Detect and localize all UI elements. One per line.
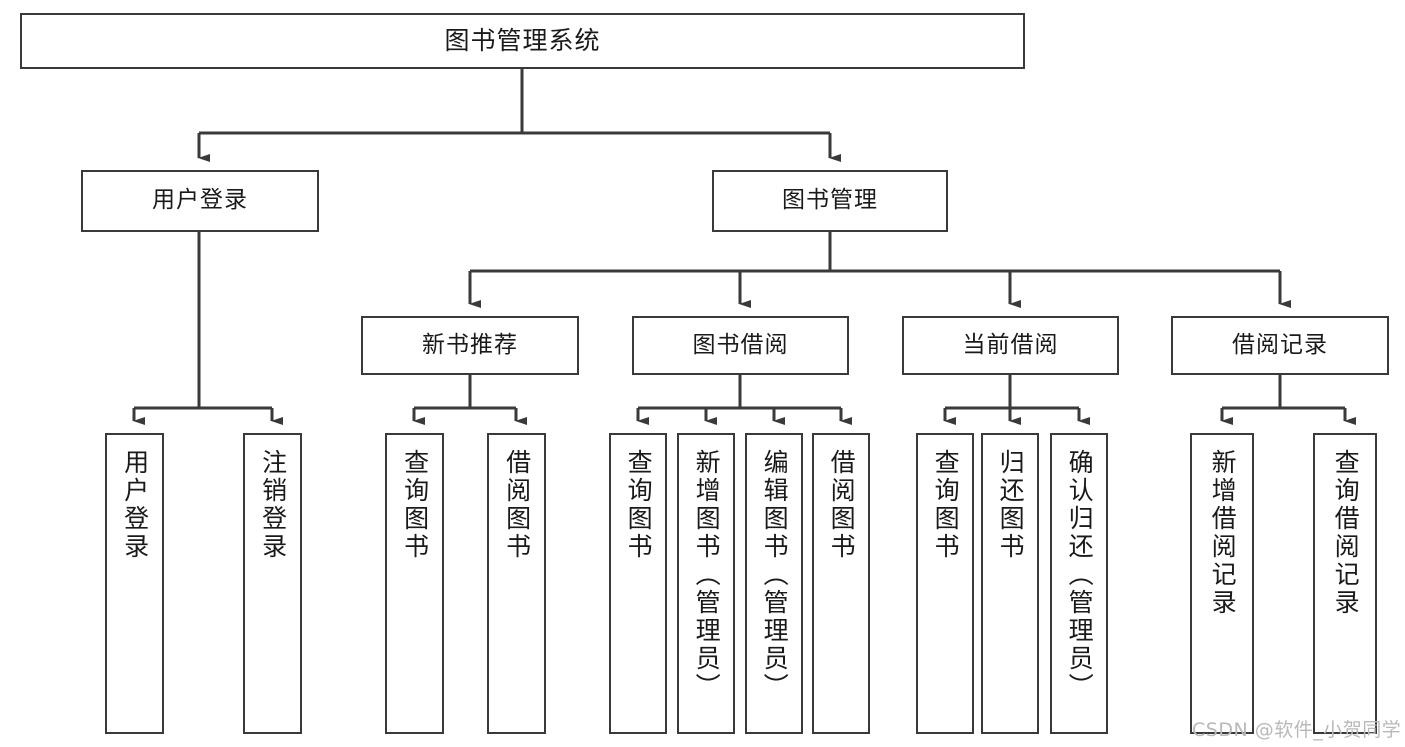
leaf-user-login[interactable]: 用户登录 (105, 433, 164, 734)
node-label: 用户登录 (152, 187, 248, 214)
node-label: 新书推荐 (422, 331, 518, 358)
node-label: 借阅图书 (827, 449, 857, 561)
node-book-borrow[interactable]: 图书借阅 (632, 316, 849, 375)
node-label: 确认归还（管理员） (1065, 449, 1095, 701)
leaf-query-book-current[interactable]: 查询图书 (916, 433, 974, 734)
node-label: 图书管理系统 (444, 26, 601, 55)
leaf-query-book-borrow[interactable]: 查询图书 (609, 433, 667, 734)
node-label: 新增图书（管理员） (692, 449, 722, 701)
node-root-book-management-system[interactable]: 图书管理系统 (20, 13, 1025, 69)
leaf-query-book-new[interactable]: 查询图书 (385, 433, 444, 734)
node-label: 查询借阅记录 (1331, 449, 1361, 617)
node-borrow-record[interactable]: 借阅记录 (1171, 316, 1389, 375)
node-label: 新增借阅记录 (1208, 449, 1238, 617)
leaf-logout[interactable]: 注销登录 (243, 433, 302, 734)
node-label: 查询图书 (400, 449, 430, 561)
node-label: 借阅图书 (502, 449, 532, 561)
node-label: 归还图书 (996, 449, 1026, 561)
node-label: 编辑图书（管理员） (760, 449, 790, 701)
node-label: 查询图书 (624, 449, 654, 561)
leaf-borrow-book[interactable]: 借阅图书 (812, 433, 870, 734)
node-label: 注销登录 (258, 449, 288, 561)
leaf-edit-book-admin[interactable]: 编辑图书（管理员） (745, 433, 803, 734)
node-new-book-recommend[interactable]: 新书推荐 (361, 316, 579, 375)
node-label: 借阅记录 (1232, 331, 1328, 358)
leaf-return-book[interactable]: 归还图书 (981, 433, 1039, 734)
node-label: 查询图书 (931, 449, 961, 561)
leaf-add-borrow-record[interactable]: 新增借阅记录 (1190, 433, 1254, 734)
csdn-watermark: CSDN @软件_小贺同学 (1192, 719, 1402, 741)
node-book-management[interactable]: 图书管理 (712, 170, 948, 232)
node-label: 当前借阅 (962, 331, 1059, 358)
node-label: 图书借阅 (692, 331, 789, 358)
node-current-borrow[interactable]: 当前借阅 (902, 316, 1119, 375)
leaf-confirm-return-admin[interactable]: 确认归还（管理员） (1050, 433, 1108, 734)
node-label: 图书管理 (782, 187, 878, 214)
node-label: 用户登录 (120, 449, 150, 561)
leaf-borrow-book-new[interactable]: 借阅图书 (487, 433, 546, 734)
leaf-query-borrow-record[interactable]: 查询借阅记录 (1313, 433, 1377, 734)
node-user-login[interactable]: 用户登录 (81, 170, 319, 232)
leaf-add-book-admin[interactable]: 新增图书（管理员） (677, 433, 735, 734)
